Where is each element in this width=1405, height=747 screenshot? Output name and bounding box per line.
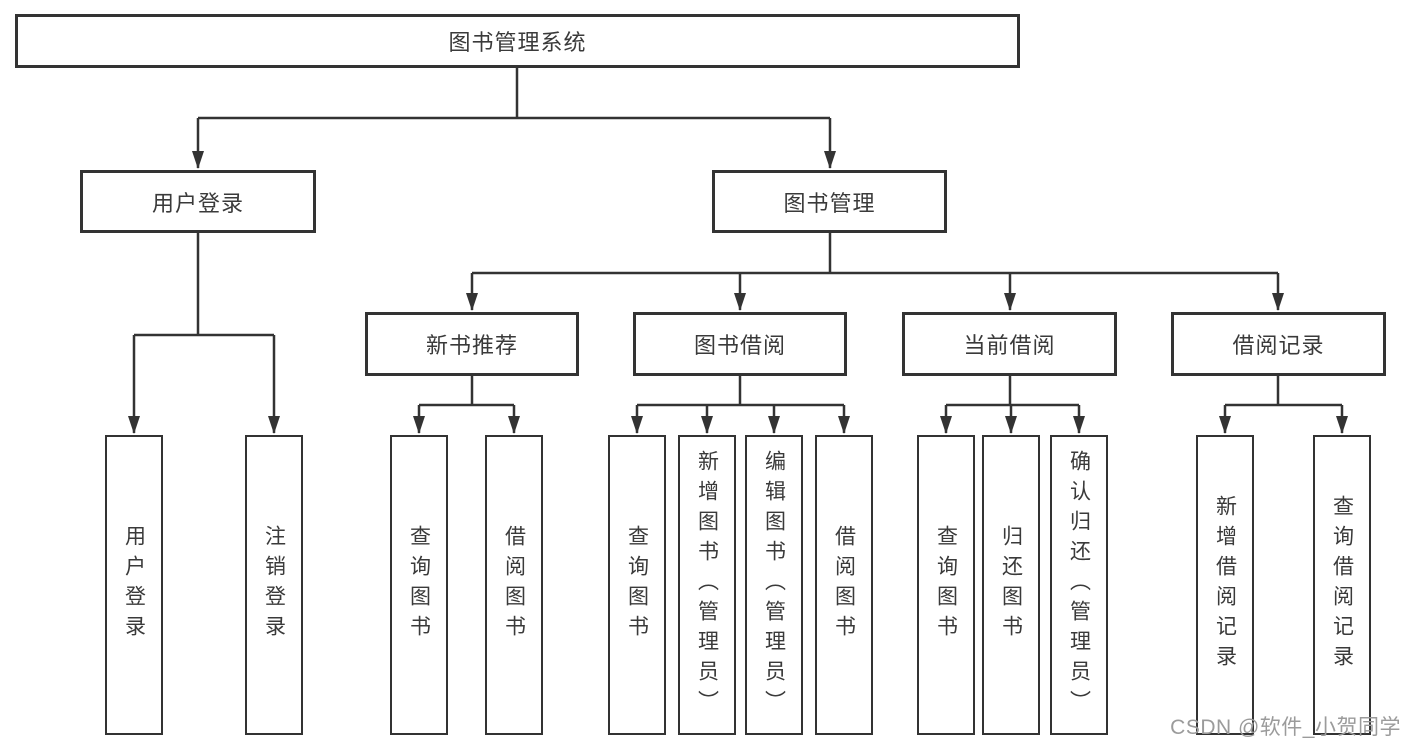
node-user-login: 用户登录 xyxy=(80,170,316,233)
watermark: CSDN @软件_小贺同学 xyxy=(1170,716,1401,739)
leaf-user-login: 用户登录 xyxy=(105,435,163,735)
leaf-query-borrow-record: 查询借阅记录 xyxy=(1313,435,1371,735)
leaf-query-books-current-label: 查询图书 xyxy=(934,525,958,645)
node-current-borrow-label: 当前借阅 xyxy=(963,333,1056,358)
leaf-add-books-admin-label: 新增图书（管理员） xyxy=(695,450,719,720)
leaf-query-borrow-record-label: 查询借阅记录 xyxy=(1330,495,1354,675)
node-book-management-label: 图书管理 xyxy=(783,190,876,216)
node-new-book-recommend-label: 新书推荐 xyxy=(425,333,518,358)
connector-arrows xyxy=(128,118,1348,434)
leaf-query-books-borrow-label: 查询图书 xyxy=(625,525,649,645)
connector-trunks xyxy=(134,68,1342,407)
leaf-logout-login-label: 注销登录 xyxy=(262,525,286,645)
leaf-confirm-return-admin: 确认归还（管理员） xyxy=(1050,435,1108,735)
leaf-add-books-admin: 新增图书（管理员） xyxy=(678,435,736,735)
leaf-return-books: 归还图书 xyxy=(982,435,1040,735)
leaf-query-books-recommend-label: 查询图书 xyxy=(407,525,431,645)
leaf-edit-books-admin: 编辑图书（管理员） xyxy=(745,435,803,735)
leaf-query-books-borrow: 查询图书 xyxy=(608,435,666,735)
leaf-add-borrow-record: 新增借阅记录 xyxy=(1196,435,1254,735)
leaf-borrow-books-recommend-label: 借阅图书 xyxy=(502,525,526,645)
leaf-borrow-books: 借阅图书 xyxy=(815,435,873,735)
leaf-edit-books-admin-label: 编辑图书（管理员） xyxy=(762,450,786,720)
leaf-logout-login: 注销登录 xyxy=(245,435,303,735)
leaf-borrow-books-recommend: 借阅图书 xyxy=(485,435,543,735)
node-borrow-records: 借阅记录 xyxy=(1171,312,1386,376)
node-book-borrow: 图书借阅 xyxy=(633,312,847,376)
node-library-system-label: 图书管理系统 xyxy=(448,30,587,55)
leaf-borrow-books-label: 借阅图书 xyxy=(832,525,856,645)
node-user-login-label: 用户登录 xyxy=(151,190,244,216)
leaf-confirm-return-admin-label: 确认归还（管理员） xyxy=(1067,450,1091,720)
node-library-system: 图书管理系统 xyxy=(15,14,1020,68)
leaf-return-books-label: 归还图书 xyxy=(999,525,1023,645)
node-new-book-recommend: 新书推荐 xyxy=(365,312,579,376)
node-book-borrow-label: 图书借阅 xyxy=(693,333,786,358)
leaf-add-borrow-record-label: 新增借阅记录 xyxy=(1213,495,1237,675)
leaf-user-login-label: 用户登录 xyxy=(122,525,146,645)
leaf-query-books-recommend: 查询图书 xyxy=(390,435,448,735)
node-current-borrow: 当前借阅 xyxy=(902,312,1117,376)
leaf-query-books-current: 查询图书 xyxy=(917,435,975,735)
node-borrow-records-label: 借阅记录 xyxy=(1232,333,1325,358)
node-book-management: 图书管理 xyxy=(712,170,947,233)
